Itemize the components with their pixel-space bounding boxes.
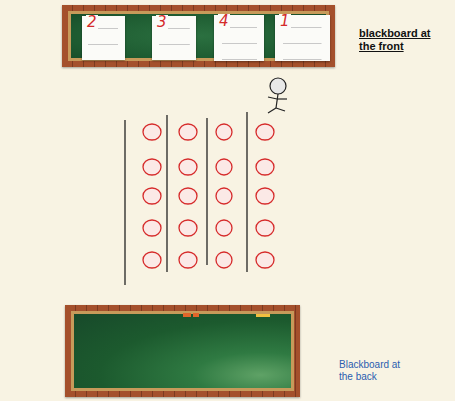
seat bbox=[143, 159, 161, 175]
seat bbox=[179, 220, 197, 236]
seat bbox=[216, 124, 232, 140]
chalk-piece bbox=[256, 314, 270, 317]
paper-sheet: 2 bbox=[82, 16, 125, 60]
chalk-piece bbox=[183, 313, 191, 317]
chalk-piece bbox=[193, 313, 199, 317]
front-blackboard: blackboard at the front2341 bbox=[62, 5, 335, 67]
seat bbox=[256, 124, 274, 140]
seat bbox=[216, 188, 232, 204]
seat bbox=[143, 188, 161, 204]
aisle-lines bbox=[125, 112, 247, 285]
seat bbox=[179, 252, 197, 268]
seat bbox=[216, 220, 232, 236]
teacher-figure bbox=[268, 78, 287, 113]
seat bbox=[179, 159, 197, 175]
callout-number: 4 bbox=[218, 14, 230, 29]
seat bbox=[143, 124, 161, 140]
callout-number: 1 bbox=[279, 14, 291, 29]
callout-number: 3 bbox=[156, 15, 168, 30]
seat bbox=[216, 252, 232, 268]
board-label: Blackboard at the back bbox=[339, 359, 401, 383]
seat bbox=[179, 188, 197, 204]
seat bbox=[179, 124, 197, 140]
paper-sheet: 4 bbox=[214, 15, 264, 61]
seat bbox=[143, 252, 161, 268]
callout-number: 2 bbox=[86, 15, 98, 30]
back-blackboard: Blackboard at the back bbox=[65, 305, 300, 397]
seat bbox=[256, 252, 274, 268]
paper-sheet: 1 bbox=[275, 15, 330, 61]
seat bbox=[143, 220, 161, 236]
seat bbox=[256, 188, 274, 204]
seat bbox=[256, 159, 274, 175]
board-label: blackboard at the front bbox=[359, 27, 431, 53]
paper-sheet: 3 bbox=[152, 16, 196, 60]
seat bbox=[216, 159, 232, 175]
seat-circles bbox=[143, 124, 274, 268]
seat bbox=[256, 220, 274, 236]
